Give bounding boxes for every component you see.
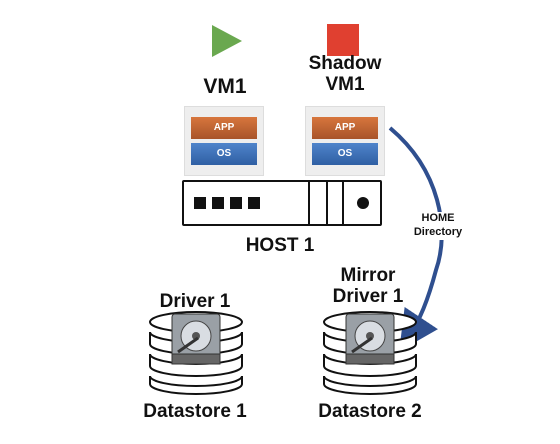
host-port bbox=[194, 197, 206, 209]
shadow-vm1-label: Shadow VM1 bbox=[295, 53, 395, 95]
mirror-label-line2: Driver 1 bbox=[332, 285, 404, 307]
host-power-dot bbox=[357, 197, 369, 209]
vm1-box: APP OS bbox=[184, 106, 264, 176]
driver1-label: Driver 1 bbox=[159, 291, 231, 312]
mirror-label-line1: Mirror bbox=[340, 265, 396, 286]
vm1-label: VM1 bbox=[203, 75, 247, 98]
shadow-vm1-box: APP OS bbox=[305, 106, 385, 176]
shadow-vm1-app-layer: APP bbox=[312, 117, 378, 139]
host-port bbox=[230, 197, 242, 209]
vm1-app-layer: APP bbox=[191, 117, 257, 139]
play-icon bbox=[212, 25, 242, 57]
shadow-label-line1: Shadow bbox=[308, 53, 382, 74]
arrow-label-line2: Directory bbox=[413, 225, 463, 238]
datastore2-label: Datastore 2 bbox=[318, 401, 422, 422]
stop-icon bbox=[327, 24, 359, 56]
host-slot bbox=[308, 182, 310, 224]
mirror-driver1-label: Mirror Driver 1 bbox=[318, 265, 418, 307]
host-slot bbox=[342, 182, 344, 224]
arrow-label-line1: HOME bbox=[421, 212, 455, 224]
host-port bbox=[248, 197, 260, 209]
host-slot bbox=[326, 182, 328, 224]
datastore2-disk-icon bbox=[323, 311, 417, 395]
datastore1-label: Datastore 1 bbox=[143, 401, 247, 422]
shadow-label-line2: VM1 bbox=[325, 73, 365, 95]
shadow-vm1-os-layer: OS bbox=[312, 143, 378, 165]
host-label: HOST 1 bbox=[245, 235, 315, 256]
datastore1-disk-icon bbox=[149, 311, 243, 395]
vm1-os-layer: OS bbox=[191, 143, 257, 165]
host-port bbox=[212, 197, 224, 209]
host-server bbox=[182, 180, 382, 226]
home-directory-label: HOME Directory bbox=[402, 212, 474, 240]
